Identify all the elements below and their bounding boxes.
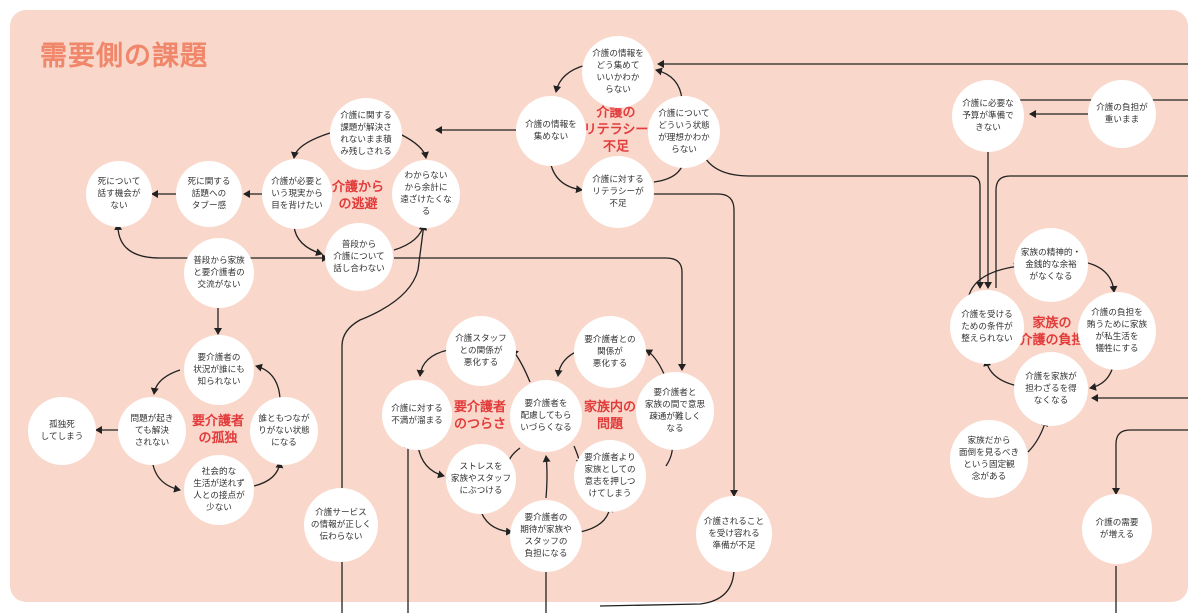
cluster-label-literacy: 介護の リテラシー 不足 — [583, 105, 649, 155]
node-ideal-unknown: 介護について どういう状態 が理想かわか らない — [648, 96, 720, 168]
edge-frustration-to-stress — [417, 445, 445, 479]
node-burden-heavy: 介護の負担が 重いまま — [1088, 80, 1156, 148]
node-service-info: 介護サービス の情報が正しく 伝わらない — [304, 488, 378, 562]
edge-expectation-to-consider — [542, 455, 551, 499]
node-unsolved: 介護に関する 課題が解決さ れないまま積 み残しされる — [330, 98, 402, 170]
edge-right-to-demand — [1112, 429, 1188, 495]
cluster-label-family-burden: 家族の 介護の負担 — [1019, 316, 1085, 348]
edge-notalk-to-unknown — [393, 223, 427, 251]
node-no-collect: 介護の情報を 集めない — [516, 96, 586, 166]
cluster-label-hardship: 要介護者 のつらさ — [453, 400, 507, 432]
node-sacrifice: 介護の負担を 賄うために家族 が私生活を 犠牲にする — [1078, 292, 1156, 370]
node-accept: 介護されること を受け容れる 準備が不足 — [696, 496, 772, 572]
node-lonely-death: 孤独死 してしまう — [28, 397, 96, 465]
node-family-relation: 要介護者との 関係が 悪化する — [574, 316, 646, 388]
edge-howcollect-to-nocollect — [553, 64, 587, 93]
node-push-will: 要介護者より 家族としての 意志を押しつ けてしまう — [574, 440, 646, 512]
node-taboo: 死に関する 話題への タブー感 — [176, 161, 242, 227]
node-literacy-lack: 介護に対する リテラシーが 不足 — [582, 156, 654, 228]
node-stress: ストレスを 家族やスタッフ にぶつける — [446, 444, 516, 514]
node-fixed-idea: 家族だから 面倒を見るべき という固定観 念がある — [950, 420, 1028, 498]
edge-staff-to-frustration — [416, 349, 449, 377]
node-conditions: 介護を受ける ための条件が 整えられない — [950, 290, 1024, 364]
node-avert: 介護が必要と いう現実から 目を背けたい — [262, 159, 332, 229]
node-understanding: 要介護者と 家族の間で意思 疎通が難しく なる — [636, 372, 714, 450]
edge-right-to-conditions — [995, 175, 1188, 288]
node-no-chance: 死について 話す機会が ない — [86, 161, 152, 227]
edge-noconn-to-notknown — [255, 363, 281, 399]
edge-social-to-noconn — [253, 461, 284, 487]
node-unknown-distance: わからない から余計に 遠ざけたくな る — [392, 160, 460, 228]
node-social-contact: 社会的な 生活が送れず 人との接点が 少ない — [184, 455, 254, 525]
edge-unsolved-to-avert — [290, 132, 331, 159]
node-how-collect: 介護の情報を どう集めて いいかわか らない — [582, 36, 654, 108]
node-margin: 家族の精神的・ 金銭的な余裕 がなくなる — [1014, 228, 1088, 302]
edge-literacy-to-accept — [650, 193, 738, 497]
node-budget: 介護に必要な 予算が準備で きない — [952, 80, 1024, 152]
edge-service-to-unknown — [341, 223, 428, 494]
edge-notalk-to-understanding — [394, 257, 686, 371]
edge-margin-to-sacrifice — [1083, 261, 1118, 293]
node-unsolved-problem: 問題が起き ても解決 されない — [118, 397, 186, 465]
edge-unsolved-to-unknown — [399, 133, 429, 159]
edge-mustbear-to-conditions — [983, 359, 1019, 387]
node-frustration: 介護に対する 不満が溜まる — [382, 380, 452, 450]
node-must-bear: 介護を家族が 担わざるを得 なくなる — [1014, 352, 1088, 426]
edge-bottom-from-accept — [599, 567, 735, 607]
node-demand: 介護の需要 が増える — [1082, 494, 1152, 564]
node-no-connection: 誰ともつなが りがない状態 になる — [250, 397, 318, 465]
node-no-exchange: 普段から家族 と要介護者の 交流がない — [184, 238, 254, 308]
edge-understanding-to-familyrel — [645, 349, 665, 375]
node-no-talk: 普段から 介護について 話し合わない — [325, 223, 393, 291]
node-staff-relation: 介護スタッフ との関係が 悪化する — [446, 316, 516, 386]
cluster-label-escape: 介護から の逃避 — [331, 180, 385, 212]
edge-nochance-notalk-link — [114, 223, 329, 262]
page-title: 需要側の課題 — [40, 41, 208, 72]
cluster-label-isolation: 要介護者 の孤独 — [191, 414, 245, 446]
edge-ideal-to-conditions — [701, 151, 984, 289]
cluster-label-family-issue: 家族内の 問題 — [583, 400, 637, 432]
edge-avert-to-notalk — [293, 225, 323, 257]
node-expectation: 要介護者の 期待が家族や スタッフの 負担になる — [510, 500, 582, 572]
edge-notknown-to-unsolved — [150, 369, 181, 395]
node-consider: 要介護者を 配慮してもら いづらくなる — [510, 380, 582, 452]
node-not-known: 要介護者の 状況が誰にも 知られない — [184, 335, 254, 405]
